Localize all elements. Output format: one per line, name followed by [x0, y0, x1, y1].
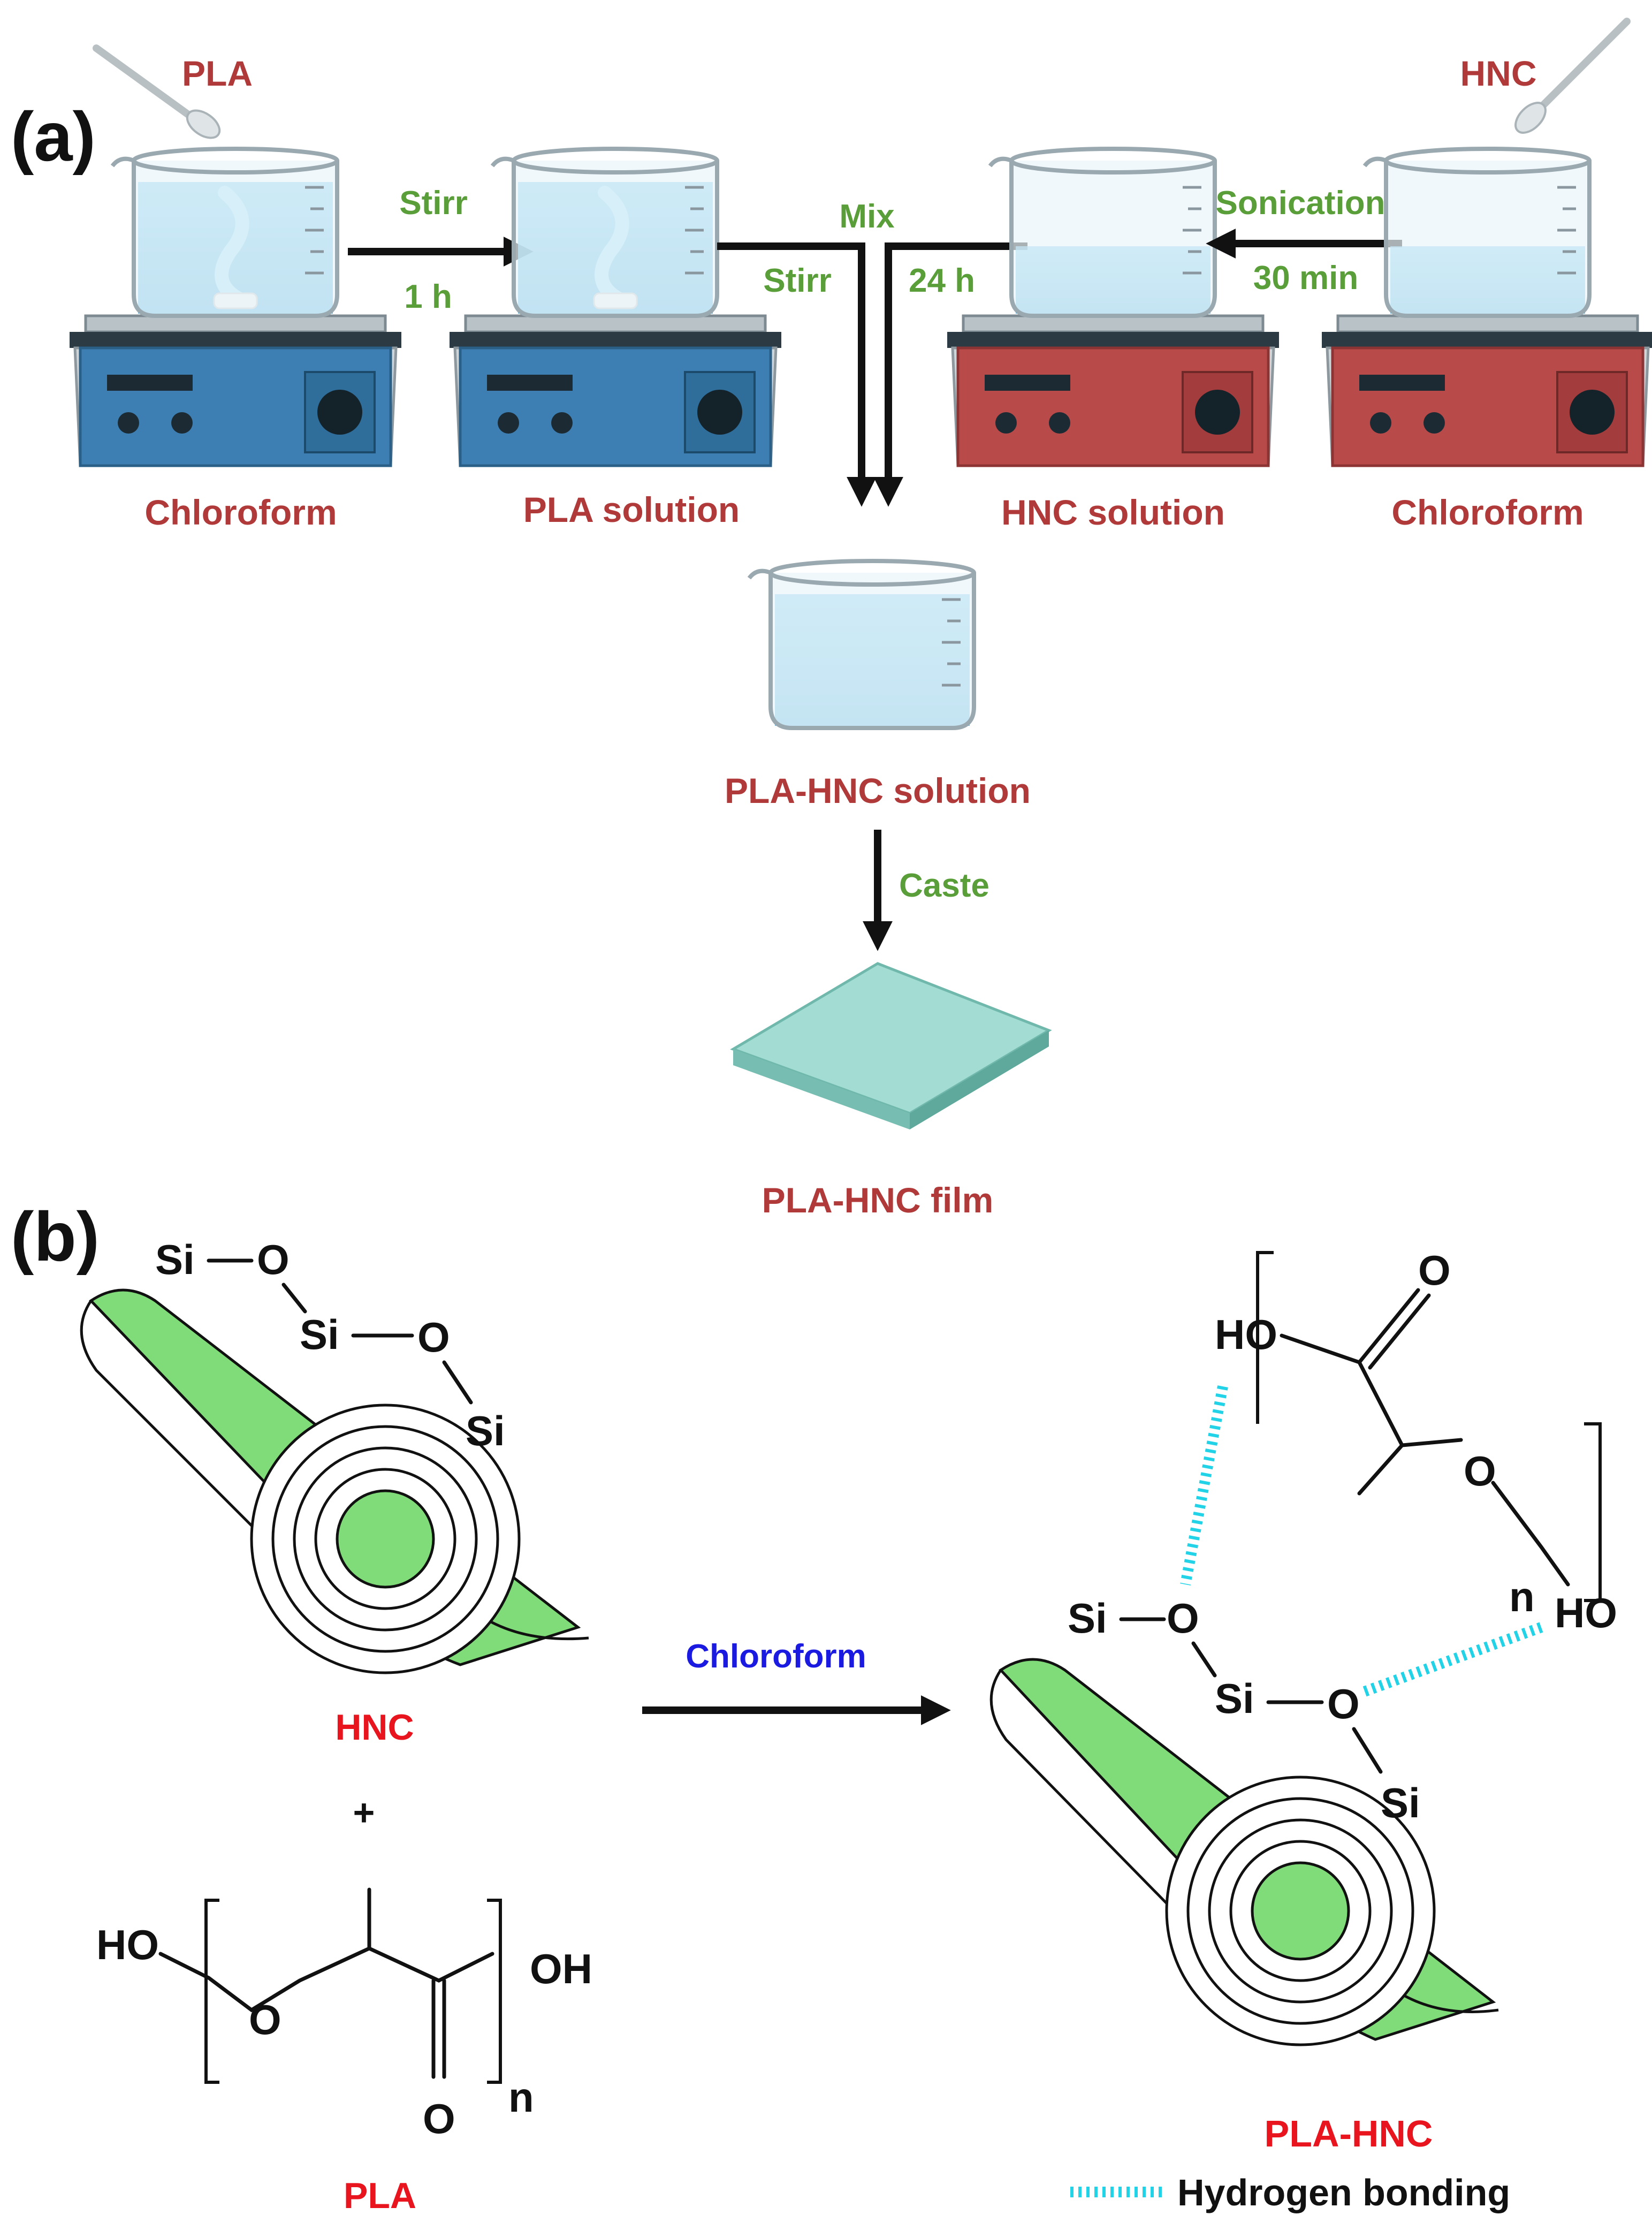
pla-label: PLA [344, 2175, 416, 2216]
atom-si: Si [155, 1236, 195, 1283]
repeat-n: n [1509, 1573, 1535, 1620]
hnc-label: HNC [335, 1707, 414, 1748]
panel-a-label: (a) [11, 97, 96, 176]
atom-o: O [1167, 1595, 1199, 1642]
beaker-1-label: Chloroform [144, 492, 337, 532]
step-sonication-label: Sonication [1216, 185, 1385, 222]
beaker-4-label: Chloroform [1391, 492, 1584, 532]
atom-si: Si [466, 1407, 505, 1454]
stirrer-plate-3 [947, 316, 1279, 467]
step-30min-label: 30 min [1253, 260, 1358, 297]
pla-structure: HO O O OH n [96, 1887, 592, 2142]
reaction-solvent-label: Chloroform [686, 1638, 866, 1675]
spoon-icon [93, 44, 221, 139]
reagent-hnc-label: HNC [1460, 54, 1537, 93]
product-nanotube [989, 1658, 1499, 2046]
atom-si: Si [1068, 1595, 1107, 1642]
atom-o: O [257, 1236, 290, 1283]
film-shape [730, 962, 1052, 1129]
beaker-3-label: HNC solution [1001, 492, 1225, 532]
atom-o: O [417, 1314, 450, 1361]
film-label: PLA-HNC film [762, 1180, 994, 1220]
step-stirr2-label: Stirr [763, 262, 831, 299]
plus-sign: + [353, 1792, 375, 1833]
hydrogen-bond [1362, 1622, 1543, 1697]
spoon-icon [1514, 18, 1631, 134]
beaker-3 [990, 149, 1215, 316]
atom-o: O [249, 1996, 281, 2043]
atom-ho: HO [1215, 1311, 1277, 1358]
atom-ho: HO [1555, 1589, 1617, 1636]
hnc-nanotube [80, 1288, 589, 1674]
step-1h-label: 1 h [404, 278, 452, 315]
beaker-2-label: PLA solution [523, 490, 740, 529]
atom-oh: OH [530, 1945, 592, 1992]
mix-connector [717, 242, 1027, 507]
atom-o: O [423, 2095, 455, 2142]
product-pla-structure: HO O O n HO [1215, 1247, 1617, 1636]
step-24h-label: 24 h [909, 262, 975, 299]
atom-ho: HO [96, 1921, 159, 1968]
atom-o: O [1327, 1680, 1360, 1727]
legend-hydrogen-bonding: Hydrogen bonding [1177, 2172, 1510, 2213]
hydrogen-bond [1180, 1385, 1228, 1586]
step-mix-label: Mix [839, 198, 895, 235]
stirrer-plate-1 [70, 316, 401, 467]
atom-si: Si [300, 1311, 339, 1358]
beaker-4 [1365, 149, 1589, 316]
repeat-n: n [508, 2074, 534, 2121]
atom-o: O [1464, 1447, 1496, 1495]
step-stirr-label: Stirr [399, 185, 467, 222]
mixed-solution-label: PLA-HNC solution [725, 771, 1031, 810]
atom-si: Si [1381, 1779, 1420, 1826]
product-label: PLA-HNC [1265, 2113, 1433, 2155]
atom-si: Si [1215, 1675, 1254, 1722]
beaker-1 [112, 149, 337, 316]
stirrer-plate-4 [1322, 316, 1652, 467]
step-caste-label: Caste [899, 867, 989, 904]
panel-b-label: (b) [11, 1197, 100, 1276]
atom-o: O [1418, 1247, 1451, 1294]
stirrer-plate-2 [450, 316, 781, 467]
product-siloxane-structure: Si O Si O Si [1068, 1595, 1420, 1826]
beaker-mixed [749, 561, 974, 728]
reagent-pla-label: PLA [182, 54, 253, 93]
hnc-siloxane-structure: Si O Si O Si [155, 1236, 505, 1454]
beaker-2 [492, 149, 717, 316]
